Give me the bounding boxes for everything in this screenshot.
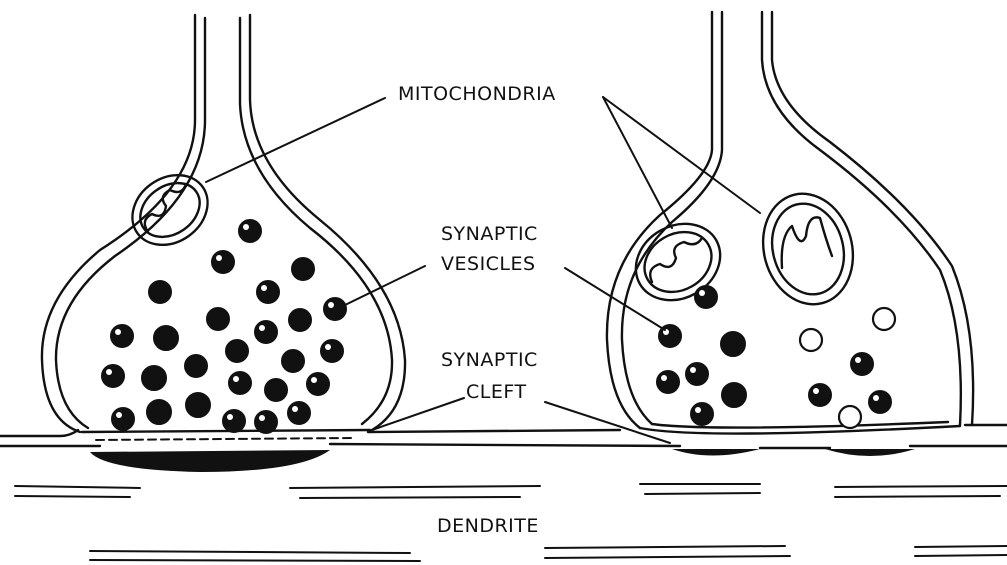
postsynaptic-density-right — [825, 449, 915, 456]
vesicle — [869, 391, 891, 413]
vesicle — [255, 321, 277, 343]
vesicle — [809, 384, 831, 406]
vesicle — [800, 329, 822, 351]
vesicle — [142, 366, 166, 390]
leader-cleft-left — [372, 398, 464, 430]
vesicle — [212, 251, 234, 273]
vesicle — [292, 258, 314, 280]
vesicle — [186, 393, 210, 417]
vesicle — [321, 340, 343, 362]
vesicle — [265, 379, 287, 401]
vesicle — [686, 363, 708, 385]
vesicle — [851, 353, 873, 375]
vesicle — [257, 281, 279, 303]
vesicle — [288, 402, 310, 424]
postsynaptic-density-left — [90, 450, 330, 472]
vesicle — [102, 365, 124, 387]
vesicle — [229, 372, 251, 394]
vesicle — [839, 406, 861, 428]
vesicle — [147, 400, 171, 424]
vesicle — [185, 355, 207, 377]
label-synaptic-vesicles-line2: VESICLES — [441, 253, 536, 275]
label-dendrite: DENDRITE — [437, 515, 539, 537]
label-mitochondria: MITOCHONDRIA — [398, 83, 556, 105]
vesicle — [691, 403, 713, 425]
vesicle — [239, 220, 261, 242]
vesicle — [721, 332, 745, 356]
vesicles-left — [102, 220, 346, 433]
vesicle — [207, 308, 229, 330]
postsynaptic-density-middle — [672, 449, 760, 456]
vesicle — [657, 371, 679, 393]
dendrite — [0, 425, 1007, 561]
vesicle — [149, 281, 171, 303]
vesicles-right — [657, 286, 891, 425]
vesicle — [282, 350, 304, 372]
vesicle — [695, 286, 717, 308]
vesicle — [111, 325, 133, 347]
label-synaptic-cleft-line1: SYNAPTIC — [441, 349, 538, 371]
vesicle — [307, 373, 329, 395]
vesicle — [324, 298, 346, 320]
vesicle — [226, 340, 248, 362]
vesicle — [255, 411, 277, 433]
vesicle — [873, 308, 895, 330]
mitochondrion-right — [751, 184, 865, 315]
leader-mitochondria-middle — [603, 97, 672, 228]
vesicle — [289, 309, 311, 331]
vesicle — [223, 410, 245, 432]
leader-mitochondria-left — [206, 98, 385, 182]
axon-terminal-left — [42, 15, 405, 440]
label-synaptic-vesicles-line1: SYNAPTIC — [441, 223, 538, 245]
label-synaptic-cleft-line2: CLEFT — [466, 381, 527, 403]
mitochondrion-left — [119, 161, 221, 259]
vesicle — [154, 326, 178, 350]
vesicle — [112, 408, 134, 430]
vesicle — [722, 383, 746, 407]
